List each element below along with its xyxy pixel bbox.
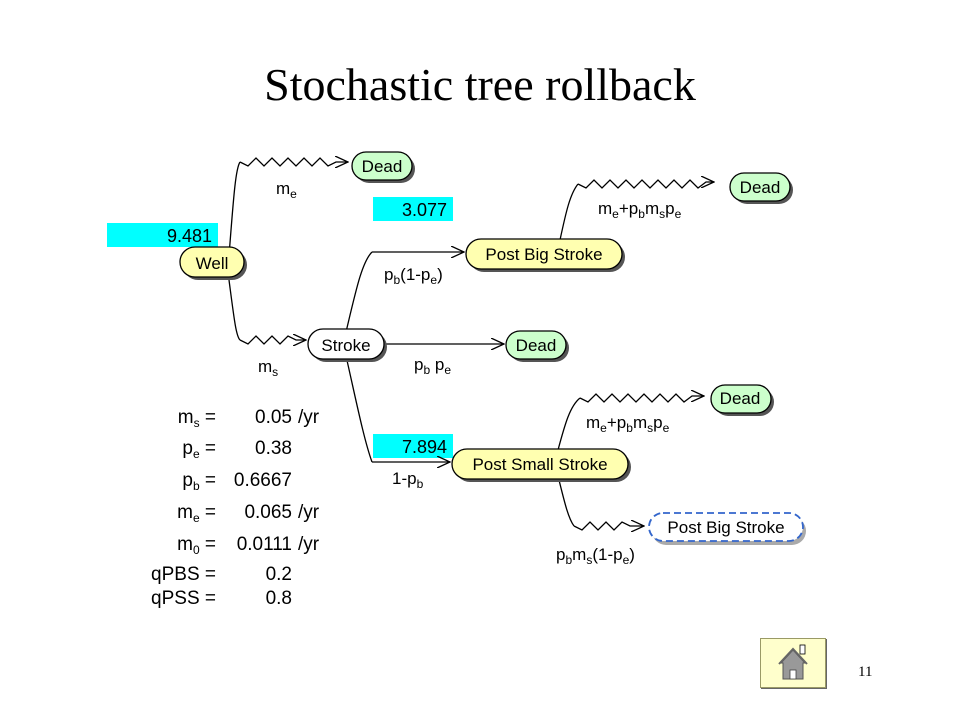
home-icon (778, 644, 808, 680)
node-label-post-big-stroke: Post Big Stroke (485, 245, 602, 264)
value-box-well: 9.481 (107, 223, 218, 247)
edge-well-dead: me (228, 158, 348, 257)
node-dead-post-big-stroke: Dead (729, 172, 793, 204)
node-label-well: Well (196, 254, 229, 273)
edge-well-stroke: ms (228, 279, 306, 379)
parameter-row: pb = 0.6667 (182, 470, 292, 493)
parameter-row: m0 = 0.0111 /yr (177, 534, 320, 557)
home-button[interactable] (760, 638, 826, 688)
node-label-stroke: Stroke (321, 336, 370, 355)
parameter-row: qPSS = 0.8 (151, 588, 292, 609)
node-stroke: Stroke (307, 328, 387, 362)
parameter-value: 0.065 (244, 502, 292, 523)
parameter-name: me = (177, 502, 216, 525)
parameter-value: 0.2 (266, 564, 292, 585)
parameters-table: ms = 0.05 /yr pe = 0.38 pb = 0.6667 me =… (151, 407, 320, 609)
parameter-unit: /yr (298, 534, 320, 555)
edge-label-stroke-pss: 1-pb (392, 469, 424, 491)
edge-pss-dead: me+pbmspe (557, 394, 704, 451)
edge-pbs-dead: me+pbmspe (559, 180, 714, 241)
node-label-dead: Dead (720, 389, 761, 408)
edge-pss-post-big-stroke: pbms(1-pe) (556, 475, 644, 567)
node-post-big-stroke: Post Big Stroke (465, 238, 625, 272)
value-post-small-stroke: 7.894 (402, 437, 447, 457)
edge-label-stroke-pbs: pb(1-pe) (384, 265, 443, 287)
parameter-name: pb = (182, 470, 216, 493)
parameter-name: qPSS = (151, 588, 216, 609)
node-label-dead: Dead (516, 336, 557, 355)
node-dead-post-small-stroke: Dead (710, 384, 774, 416)
node-label-post-small-stroke: Post Small Stroke (472, 455, 607, 474)
node-label-post-big-stroke-link: Post Big Stroke (667, 518, 784, 537)
node-post-small-stroke: Post Small Stroke (451, 448, 631, 482)
value-well: 9.481 (167, 226, 212, 246)
node-dead-well: Dead (351, 151, 415, 183)
edge-stroke-post-big-stroke: pb(1-pe) (345, 252, 464, 333)
slide-title: Stochastic tree rollback (264, 59, 696, 110)
parameter-unit: /yr (298, 407, 320, 428)
parameter-value: 0.05 (255, 407, 292, 428)
parameter-name: qPBS = (151, 564, 216, 585)
parameter-name: ms = (178, 407, 216, 430)
node-post-big-stroke-link: Post Big Stroke (648, 512, 806, 545)
edge-stroke-dead: pb pe (384, 344, 504, 377)
parameter-value: 0.6667 (234, 470, 292, 491)
parameter-value: 0.0111 (237, 534, 292, 555)
node-dead-stroke: Dead (505, 330, 569, 362)
parameter-row: me = 0.065 /yr (177, 502, 320, 525)
value-box-post-big-stroke: 3.077 (373, 197, 453, 221)
edge-stroke-post-small-stroke: 1-pb (345, 355, 450, 491)
edge-label-well-dead: me (276, 179, 297, 201)
edge-label-pss-pbs: pbms(1-pe) (556, 545, 635, 567)
node-label-dead: Dead (740, 178, 781, 197)
parameter-row: pe = 0.38 (182, 438, 292, 461)
node-label-dead: Dead (362, 157, 403, 176)
parameter-value: 0.8 (266, 588, 292, 609)
value-post-big-stroke: 3.077 (402, 200, 447, 220)
page-number: 11 (858, 664, 873, 680)
parameter-row: qPBS = 0.2 (151, 564, 292, 585)
node-well: Well (179, 246, 247, 280)
parameter-value: 0.38 (255, 438, 292, 459)
edge-label-well-stroke: ms (258, 357, 278, 379)
parameter-name: m0 = (177, 534, 216, 557)
edge-label-pbs-dead: me+pbmspe (598, 199, 682, 221)
parameter-unit: /yr (298, 502, 320, 523)
parameter-row: ms = 0.05 /yr (178, 407, 320, 430)
parameter-name: pe = (182, 438, 216, 461)
edge-label-pss-dead: me+pbmspe (586, 413, 670, 435)
edge-label-stroke-dead: pb pe (414, 355, 451, 377)
value-box-post-small-stroke: 7.894 (373, 434, 453, 458)
